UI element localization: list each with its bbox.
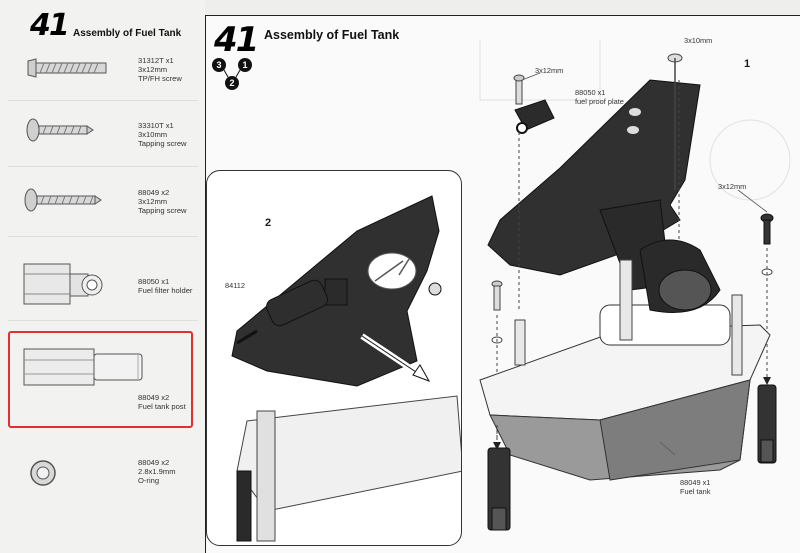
fuel-tank-assembly-diagram: [479, 40, 791, 531]
main-step-number-badge: 41: [214, 20, 259, 60]
fuel-tank-post-right: [757, 384, 777, 464]
chassis-ghost: [479, 40, 791, 201]
substep-2-label: 2: [265, 217, 272, 229]
fuel-tank: [479, 239, 771, 481]
fuel-tank-post-highlight: [8, 331, 193, 428]
main-title: Assembly of Fuel Tank: [264, 28, 400, 42]
order-badge: 1: [238, 58, 252, 72]
callout-screw-right: 3x12mm: [718, 182, 747, 191]
callout-screw-top-right: 3x10mm: [684, 36, 713, 45]
fuel-filter: [236, 279, 328, 345]
step-number: 41: [30, 8, 70, 43]
callout-plate-name: fuel proof plate: [575, 97, 624, 106]
divider: [8, 236, 198, 237]
tapping-screw-icon: [26, 118, 94, 142]
order-badge: 3: [212, 58, 226, 72]
detail-inset-step-2: 2 84112: [206, 170, 462, 546]
part-label-5: 88049 x2 Fuel tank post: [138, 393, 186, 411]
divider: [8, 320, 198, 321]
part-label-3: 88049 x2 3x12mm Tapping screw: [138, 188, 187, 215]
parts-list-panel: 41 Assembly of Fuel Tank 31312T x1 3x12m…: [0, 0, 205, 553]
filter-holder-part: [514, 99, 555, 134]
screw-right: [760, 213, 774, 380]
o-ring-icon: [30, 460, 56, 486]
screw-left-top: [513, 74, 525, 310]
main-step-number: 41: [214, 20, 259, 60]
fuel-filter-holder-icon: [23, 263, 103, 305]
part-label-1: 31312T x1 3x12mm TP/FH screw: [138, 56, 182, 83]
tp-fh-screw-icon: [27, 58, 107, 78]
divider: [8, 166, 198, 167]
part-label-6: 88049 x2 2.8x1.9mm O-ring: [138, 458, 176, 485]
part-label-4: 88050 x1 Fuel filter holder: [138, 277, 193, 295]
assembly-order-badges: 3 1 2: [212, 58, 256, 92]
fuel-filter-detail-diagram: [231, 195, 461, 542]
order-arrows-icon: [223, 69, 241, 78]
fuel-tank-post-icon: [23, 348, 143, 386]
part-label-2: 33310T x1 3x10mm Tapping screw: [138, 121, 187, 148]
fuel-tank-post-left: [487, 447, 511, 531]
order-badge: 2: [225, 76, 239, 90]
substep-1-label: 1: [744, 58, 751, 70]
pliers-icon: [374, 258, 410, 282]
tapping-screw-icon: [24, 188, 102, 212]
callout-tank-code: 88049 x1: [680, 478, 711, 487]
callout-plate-code: 88050 x1: [575, 88, 606, 97]
callout-screw-left: 3x12mm: [535, 66, 564, 75]
parts-title: Assembly of Fuel Tank: [73, 28, 182, 39]
step-number-badge: 41: [30, 8, 70, 43]
callout-tank-name: Fuel tank: [680, 487, 711, 496]
callout-filter-code: 84112: [225, 281, 246, 290]
divider: [8, 100, 198, 101]
